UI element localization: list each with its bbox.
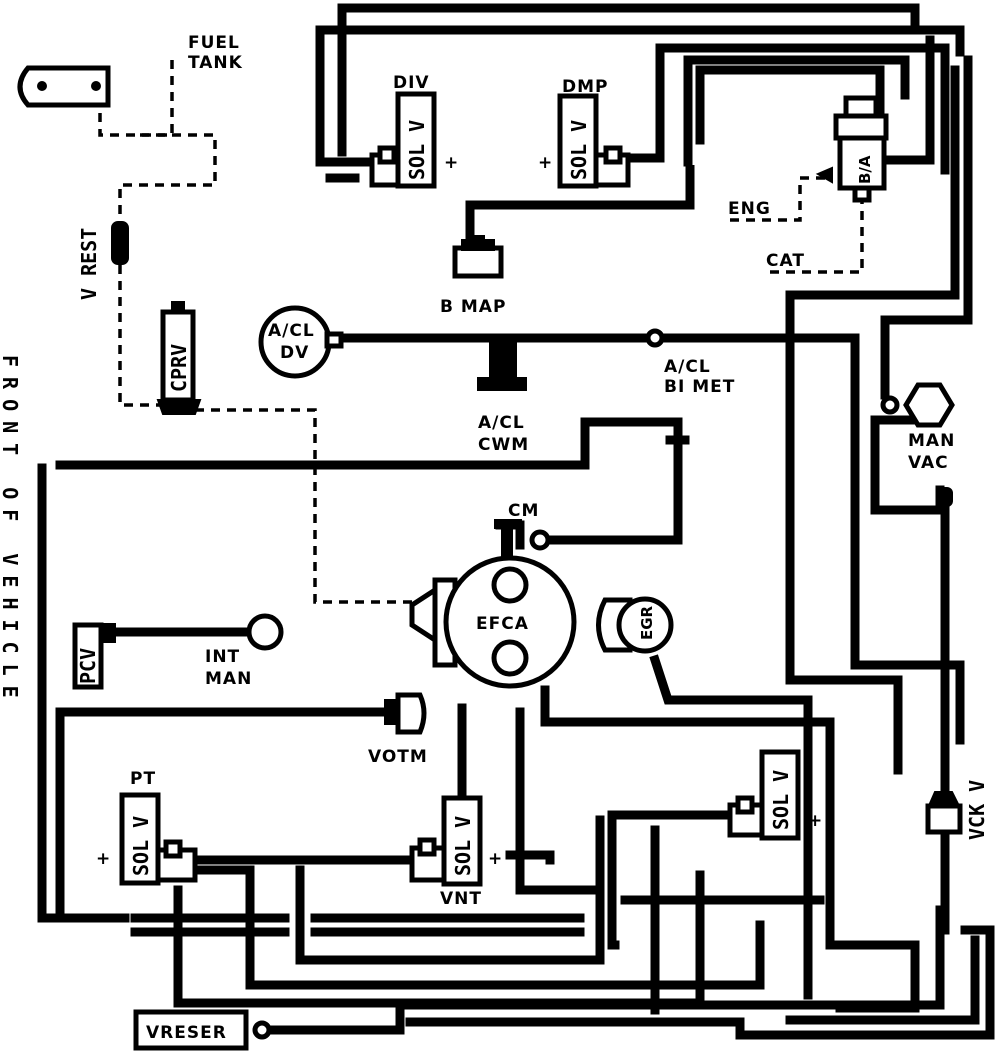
pcv-valve-icon [72,622,116,690]
hose-bottom-3 [190,865,765,990]
label-pcv: PCV [76,648,100,684]
hose-bottom-2 [505,850,555,865]
v-rest-valve-icon [111,221,129,265]
hose-div-outer-1 [337,3,920,157]
dmp-solenoid-valve-icon [557,93,631,189]
acl-bimet-sensor-icon [645,328,665,348]
hose-egr [649,654,813,1000]
hose-right-1 [880,55,973,400]
dash-eng [730,176,825,222]
acl-cwm-valve-icon [477,339,527,391]
label-vck-v: VCK V [965,780,989,840]
hose-bmap [465,165,695,255]
label-fuel: FUEL [188,33,240,53]
fuel-vapor-lines [98,60,864,604]
label-acl-cwm-2: CWM [478,435,529,455]
label-vreser: VRESER [146,1023,227,1043]
hose-div-outer-2 [315,25,965,167]
votm-motor-icon [384,692,427,735]
hose-dmp-1 [625,43,950,175]
hose-bottom-5 [295,815,605,965]
label-cat: CAT [766,251,805,271]
label-acl-bimet-2: BI MET [664,377,735,397]
acl-dv-valve-icon [258,305,344,379]
egr-valve-icon [596,596,674,654]
hose-acl [325,333,965,745]
label-egr: EGR [638,605,656,640]
label-acl-cwm-1: A/CL [478,413,525,433]
label-vnt: VNT [440,889,482,909]
vck-valve-icon [925,791,963,835]
hose-vreser-2 [405,925,995,1040]
hose-vreser-3 [785,935,980,1025]
label-div-sol-v: SOL V [405,120,429,180]
label-man: MAN [908,431,955,451]
hose-left-down [37,463,130,923]
label-dmp-sol-v: SOL V [567,120,591,180]
label-div: DIV [393,73,430,93]
dash-cprv-to-efca [195,408,420,604]
label-cm: CM [508,501,539,521]
hose-votm [55,707,390,923]
right-plus: + [808,811,823,831]
man-vac-fitting-icon [880,382,955,428]
vacuum-hoses [37,3,995,1040]
int-man-port-icon [246,613,284,651]
hose-ba-right [885,35,935,165]
label-votm: VOTM [368,747,428,767]
dmp-plus: + [538,153,553,173]
label-acl-dv-1: A/CL [268,321,315,341]
label-front-of-vehicle: FRONT OF VEHICLE [0,355,22,708]
vnt-plus: + [488,849,503,869]
dash-vrest-to-cprv [118,265,165,407]
div-solenoid-valve-icon [369,91,437,189]
cprv-valve-icon [156,301,202,415]
hose-dmp-2 [683,55,910,167]
hose-right-2 [785,65,960,775]
hose-vnt-2 [515,707,605,895]
right-solenoid-valve-icon [727,749,801,841]
b-map-sensor-icon [452,235,504,279]
pt-plus: + [96,849,111,869]
dash-fuel-tank [98,60,174,137]
fuel-tank-icon [17,65,111,108]
div-plus: + [444,153,459,173]
label-acl-dv-2: DV [280,343,309,363]
label-eng: ENG [728,199,771,219]
label-acl-bimet-1: A/CL [664,357,711,377]
label-efca: EFCA [476,614,529,634]
label-dmp: DMP [562,77,609,97]
label-right-sol-v: SOL V [769,770,793,830]
hose-bottom-6 [607,810,745,950]
label-int: INT [205,647,240,667]
hose-left-loop [55,417,683,545]
label-b-map: B MAP [440,297,506,317]
hose-vreser [260,905,945,1035]
label-pt: PT [130,769,156,789]
label-vnt-sol-v: SOL V [451,816,475,876]
ba-valve-icon [815,95,889,203]
dash-fuel-to-vrest [118,133,217,218]
cm-fitting-icon [494,519,551,557]
man-vac-port-icon [937,487,953,507]
efca-air-cleaner-icon [409,555,577,689]
pt-solenoid-valve-icon [119,792,198,886]
label-vac: VAC [908,453,949,473]
vreser-reservoir-icon [133,1009,272,1051]
label-ba: B/A [856,155,874,184]
label-tank: TANK [188,53,243,73]
label-int-man: MAN [205,669,252,689]
vnt-solenoid-valve-icon [409,795,483,887]
label-v-rest: V REST [77,228,101,300]
hose-dmp-3 [695,65,885,145]
label-pt-sol-v: SOL V [129,816,153,876]
label-cprv: CPRV [167,344,191,392]
